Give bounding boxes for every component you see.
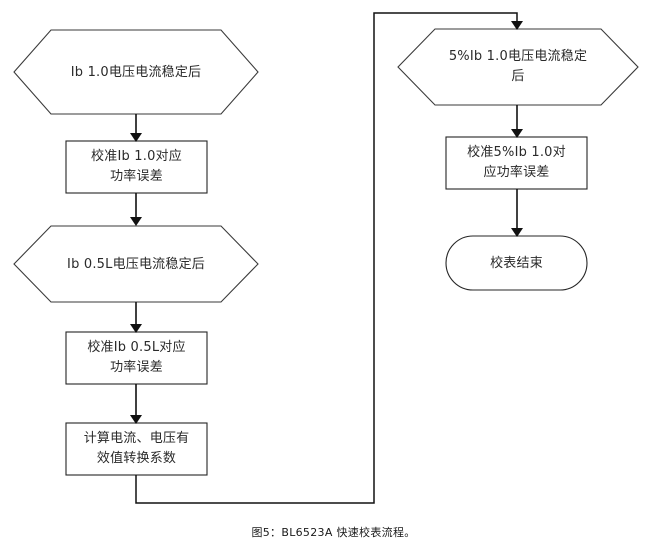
connector-4-arrowhead [130,415,142,424]
node-calib-5pct-ib-1p0-shape [445,136,588,190]
node-calib-ib-1p0-shape [65,140,208,194]
node-end-shape [445,235,588,291]
node-ib-1p0-stable-shape [13,29,259,115]
node-calib-ib-0p5l-shape [65,331,208,385]
figure-caption: 图5：BL6523A 快速校表流程。 [251,526,416,539]
node-5pct-ib-1p0-stable-shape [397,28,639,106]
node-ib-0p5l-stable-shape [13,225,259,303]
node-calc-coefficients-shape [65,422,208,476]
connector-6-arrowhead [511,228,523,237]
connector-wrap-arrowhead [511,21,523,30]
connector-2-arrowhead [130,217,142,226]
connector-3-arrowhead [130,324,142,333]
connector-wrap-path [135,12,518,504]
connector-5-arrowhead [511,129,523,138]
connector-1-arrowhead [130,133,142,142]
